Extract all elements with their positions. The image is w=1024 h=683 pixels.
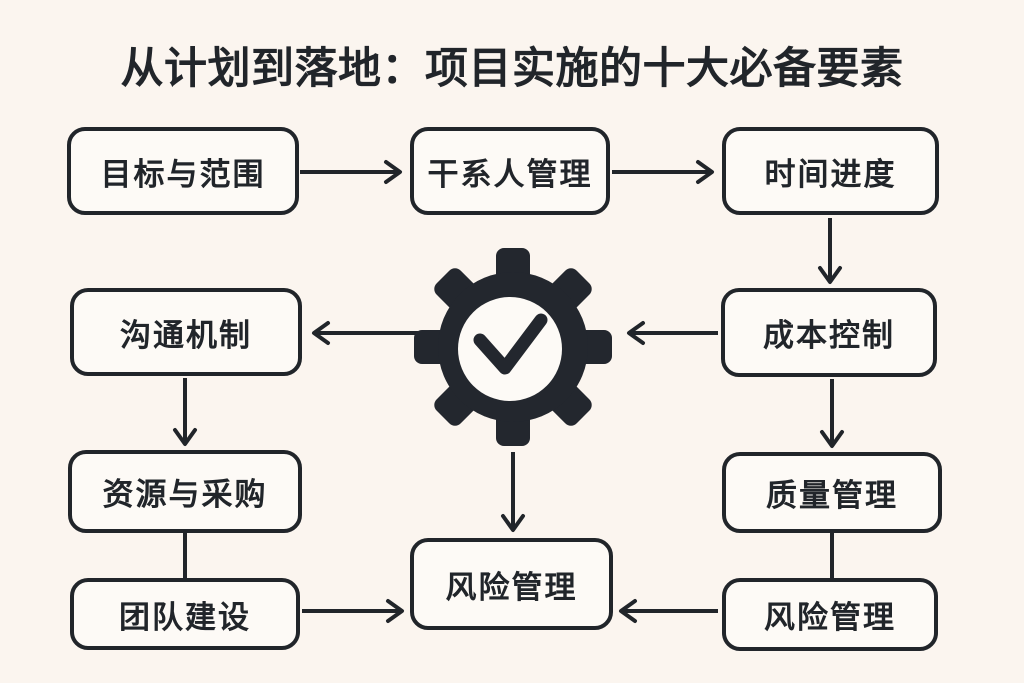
node-quality-management: 质量管理 xyxy=(722,452,942,533)
node-risk-management-right: 风险管理 xyxy=(722,578,938,651)
node-cost-control: 成本控制 xyxy=(721,288,937,377)
node-resources-procurement: 资源与采购 xyxy=(68,450,302,533)
node-communication-mechanism: 沟通机制 xyxy=(70,288,302,376)
node-goals-scope: 目标与范围 xyxy=(67,127,299,215)
diagram-title: 从计划到落地：项目实施的十大必备要素 xyxy=(120,45,904,93)
node-time-schedule: 时间进度 xyxy=(722,127,939,215)
gear-inner-circle xyxy=(458,297,562,401)
checkmark-icon xyxy=(473,313,548,375)
node-risk-management-center: 风险管理 xyxy=(410,538,613,630)
node-team-building: 团队建设 xyxy=(70,578,300,650)
node-stakeholder-management: 干系人管理 xyxy=(410,127,610,215)
gear-check-icon xyxy=(414,248,612,446)
